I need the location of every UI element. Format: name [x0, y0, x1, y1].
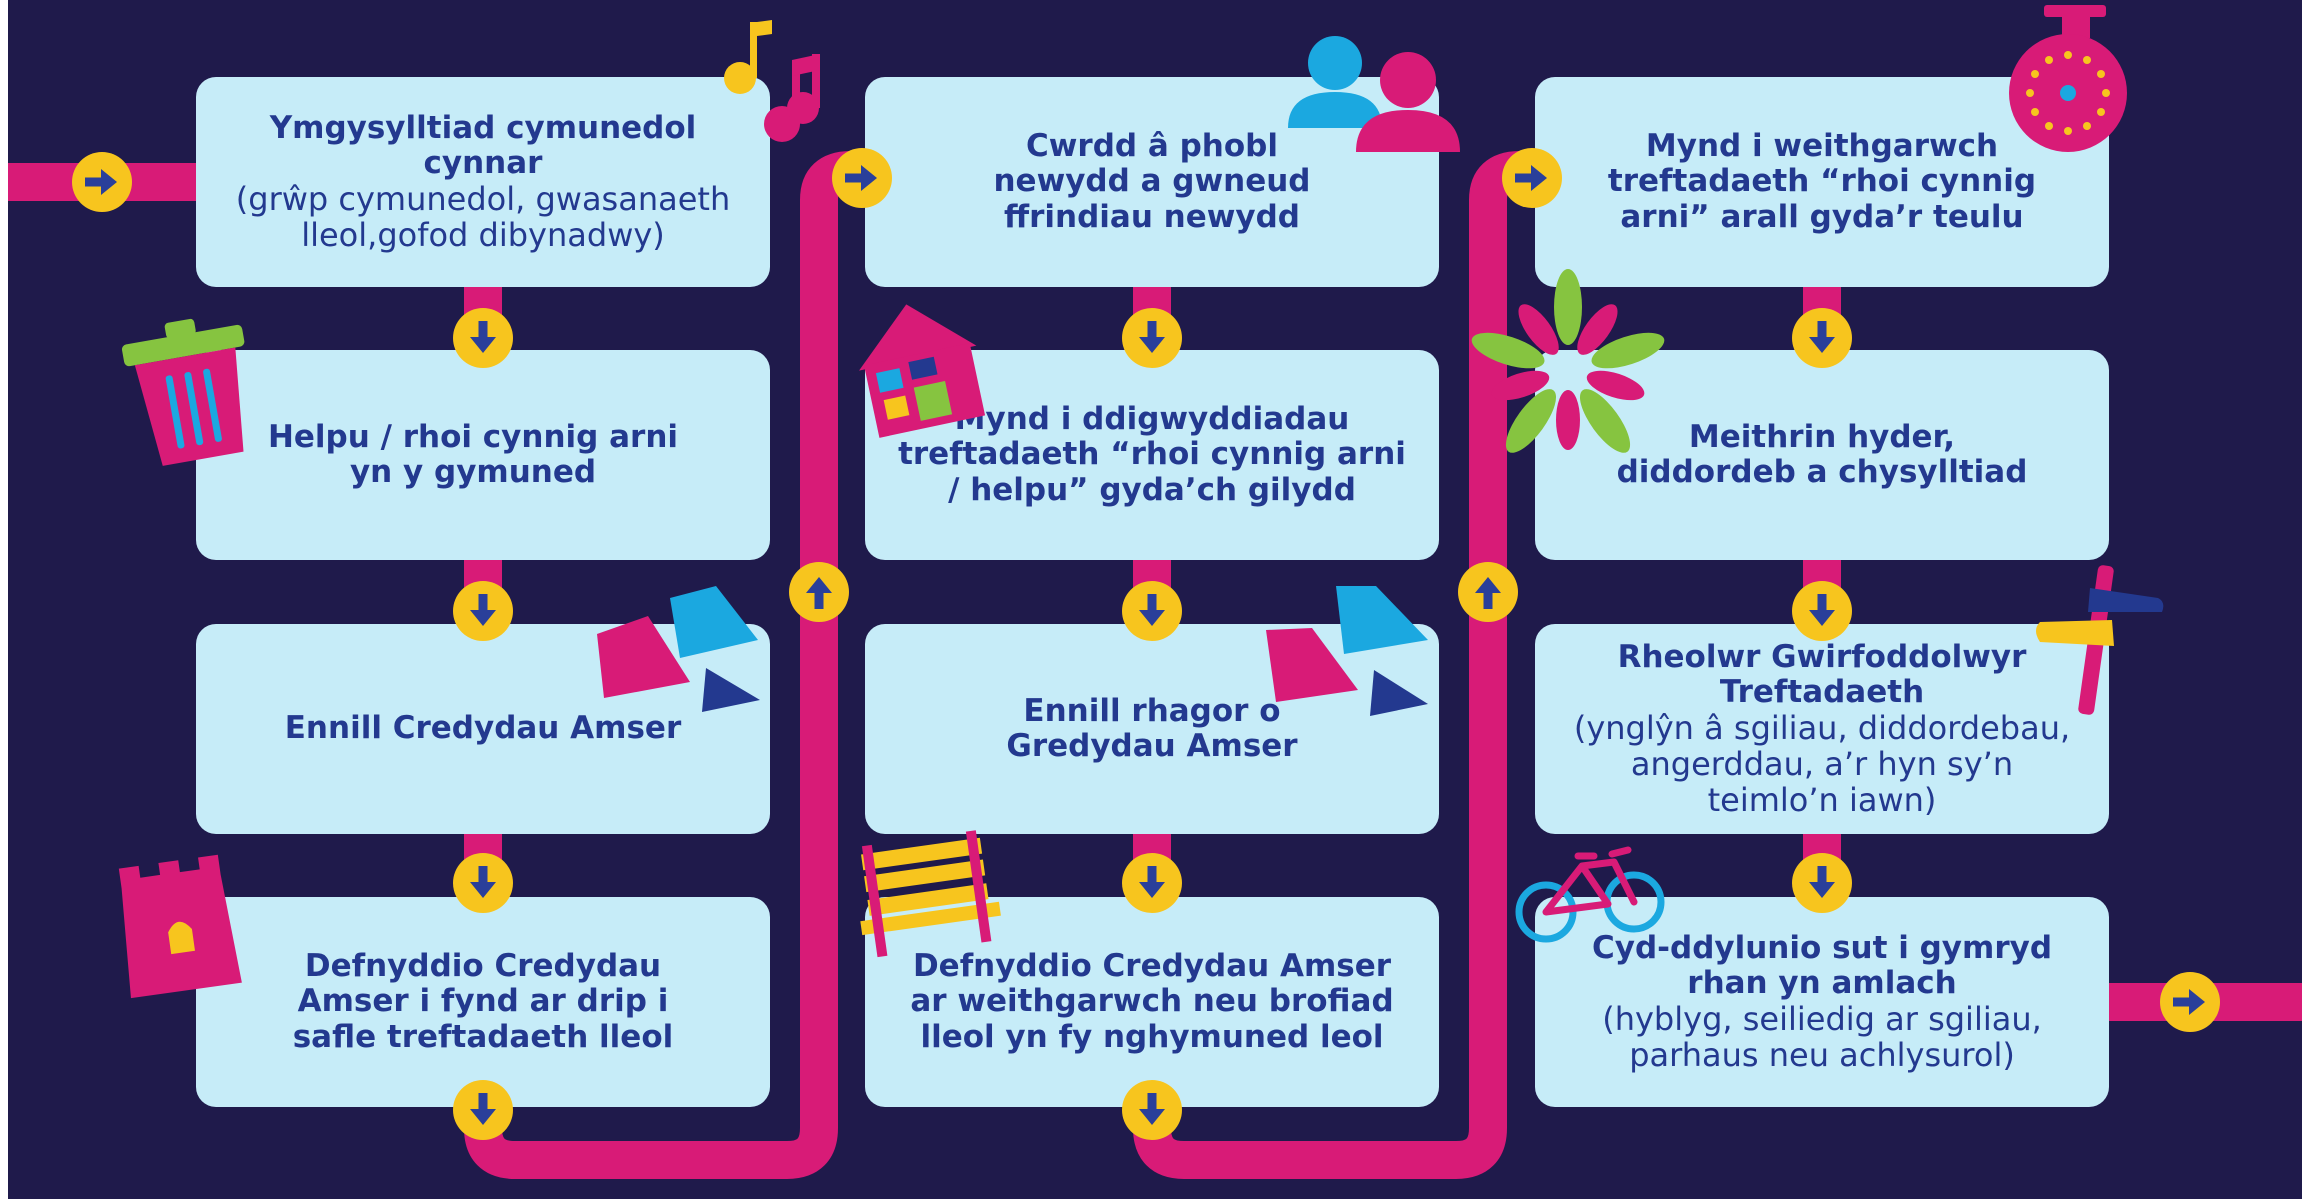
bicycle-icon	[1515, 846, 1665, 943]
step-title: Rheolwr Gwirfoddolwyr Treftadaeth	[1617, 638, 2027, 710]
shapes-icon	[1266, 586, 1428, 716]
arrow-up-icon	[789, 562, 849, 622]
arrow-right-icon	[832, 148, 892, 208]
step-title: Ennill Credydau Amser	[284, 710, 682, 747]
signpost-icon	[2036, 565, 2164, 715]
arrow-markers	[72, 148, 2220, 1140]
step-box-11: Rheolwr Gwirfoddolwyr Treftadaeth (ynglŷ…	[1535, 624, 2109, 834]
music-notes-icon	[724, 20, 820, 142]
arrow-down-icon	[1122, 853, 1182, 913]
step-title: Helpu / rhoi cynnig arni yn y gymuned	[267, 418, 679, 490]
arrow-right-icon	[1502, 148, 1562, 208]
flower-icon	[1471, 269, 1665, 453]
arrow-right-icon	[2160, 972, 2220, 1032]
step-title: Cyd-ddylunio sut i gymryd rhan yn amlach	[1591, 929, 2053, 1001]
step-title: Cwrdd â phobl newydd a gwneud ffrindiau …	[993, 128, 1311, 235]
step-title: Mynd i ddigwyddiadau treftadaeth “rhoi c…	[898, 401, 1406, 508]
recycling-bin-icon	[121, 318, 245, 466]
step-title: Ennill rhagor o Gredydau Amser	[1006, 692, 1298, 764]
arrow-up-icon	[1458, 562, 1518, 622]
arrow-down-icon	[1122, 308, 1182, 368]
house-icon	[859, 304, 986, 438]
arrow-down-icon	[1792, 581, 1852, 641]
step-subtitle: (ynglŷn â sgiliau, diddordebau, angerdda…	[1573, 708, 2071, 820]
step-box-8: Defnyddio Credydau Amser ar weithgarwch …	[865, 897, 1439, 1107]
step-subtitle: (grŵp cymunedol, gwasanaeth lleol,gofod …	[235, 179, 731, 255]
path-link-2-3	[1133, 151, 1539, 1179]
compass-icon	[2009, 5, 2127, 152]
shapes-icon	[597, 586, 760, 712]
step-box-2: Helpu / rhoi cynnig arni yn y gymuned	[196, 350, 770, 560]
step-title: Ymgysylltiad cymunedol cynnar	[269, 109, 697, 181]
step-title: Meithrin hyder, diddordeb a chysylltiad	[1616, 418, 2028, 490]
arrow-down-icon	[453, 581, 513, 641]
arrow-down-icon	[1792, 853, 1852, 913]
step-box-12: Cyd-ddylunio sut i gymryd rhan yn amlach…	[1535, 897, 2109, 1107]
castle-icon	[118, 854, 242, 999]
arrow-down-icon	[453, 1080, 513, 1140]
step-box-4: Defnyddio Credydau Amser i fynd ar drip …	[196, 897, 770, 1107]
people-icon	[1288, 36, 1460, 152]
step-title: Defnyddio Credydau Amser i fynd ar drip …	[292, 948, 674, 1055]
step-box-7: Ennill rhagor o Gredydau Amser	[865, 624, 1439, 834]
step-title: Defnyddio Credydau Amser ar weithgarwch …	[910, 948, 1394, 1055]
arrow-down-icon	[1122, 581, 1182, 641]
path-link-1-2	[464, 151, 870, 1179]
arrow-down-icon	[1792, 308, 1852, 368]
arrow-down-icon	[1122, 1080, 1182, 1140]
arrow-right-icon	[72, 152, 132, 212]
arrow-down-icon	[453, 308, 513, 368]
step-box-1: Ymgysylltiad cymunedol cynnar (grŵp cymu…	[196, 77, 770, 287]
step-title: Mynd i weithgarwch treftadaeth “rhoi cyn…	[1607, 128, 2037, 235]
step-subtitle: (hyblyg, seiliedig ar sgiliau, parhaus n…	[1602, 999, 2042, 1075]
arrow-down-icon	[453, 853, 513, 913]
bench-icon	[860, 830, 1001, 958]
